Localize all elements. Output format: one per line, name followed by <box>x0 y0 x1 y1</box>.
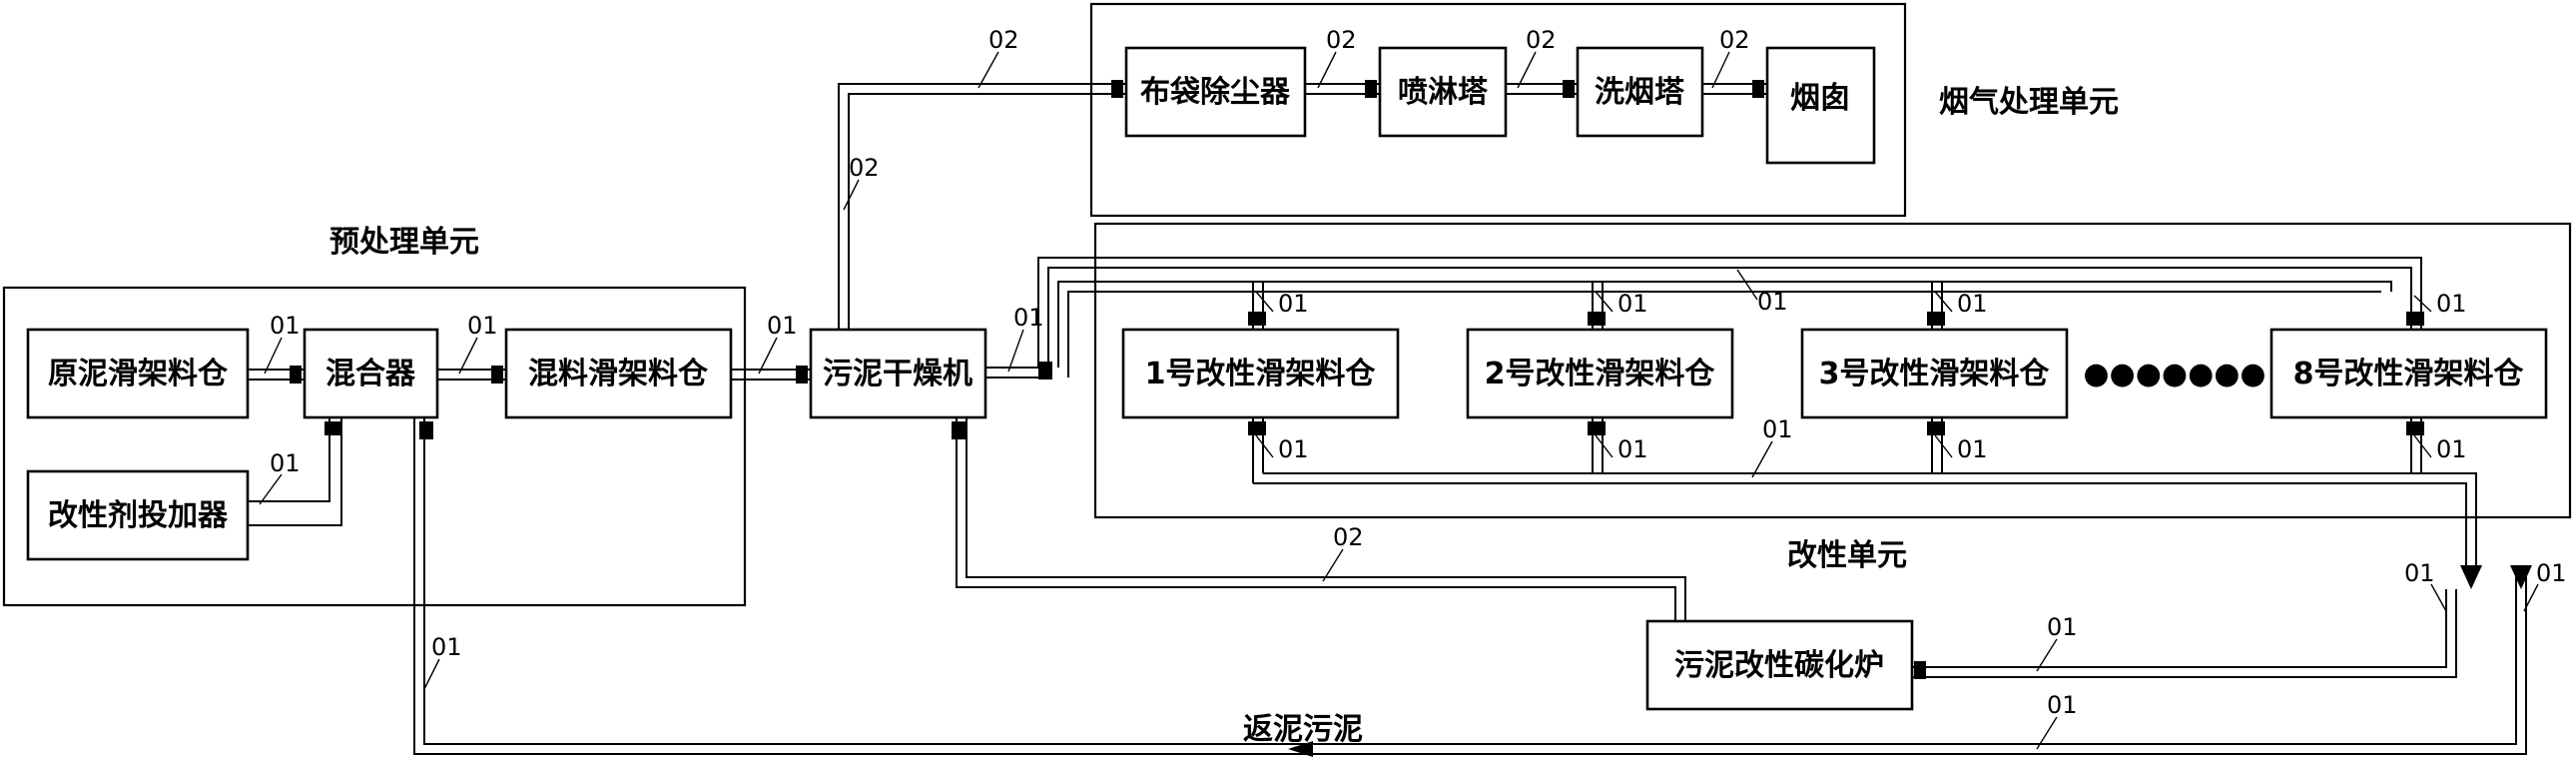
code-down-left: 01 <box>2404 559 2435 587</box>
code-mixedbin-dryer: 01 <box>767 312 798 340</box>
bin-2-label: 2号改性滑架料仓 <box>1485 357 1716 391</box>
code-doser-mixer: 01 <box>270 449 301 477</box>
label-leaders <box>259 51 2539 750</box>
pretreatment-region-label: 预处理单元 <box>329 225 479 260</box>
sludge-dryer-label: 污泥干燥机 <box>823 357 972 391</box>
code-bin3-out: 01 <box>1957 435 1988 463</box>
carbonization-furnace-box <box>1645 619 1914 711</box>
flue-gas-region-label: 烟气处理单元 <box>1939 85 2119 120</box>
code-bin8-in: 01 <box>2436 290 2467 318</box>
bin-3-box <box>1800 328 2069 419</box>
additive-doser-label: 改性剂投加器 <box>48 498 229 533</box>
return-sludge-label: 返泥污泥 <box>1243 712 1363 747</box>
bin-1-box <box>1121 328 1400 419</box>
modification-equipment: 1号改性滑架料仓 2号改性滑架料仓 3号改性滑架料仓 ●●●●●●● 8号改性滑… <box>1121 328 2548 711</box>
flue-gas-equipment: 布袋除尘器 喷淋塔 洗烟塔 烟囱 <box>1124 46 1876 165</box>
code-bin1-in: 01 <box>1278 290 1309 318</box>
pipe-furnace-to-dryer <box>956 417 1686 621</box>
mixer-label: 混合器 <box>325 357 416 391</box>
code-wash-chimney: 02 <box>1719 26 1750 54</box>
bin-2-box <box>1466 328 1734 419</box>
modification-region-label: 改性单元 <box>1787 538 1907 573</box>
raw-sludge-bin-box <box>26 328 250 419</box>
code-bin2-in: 01 <box>1617 290 1648 318</box>
sludge-dryer-box <box>809 328 987 419</box>
code-furnace-dryer: 02 <box>1333 523 1364 551</box>
pretreatment-equipment: 原泥滑架料仓 混合器 混料滑架料仓 改性剂投加器 <box>26 328 733 561</box>
pipe-dryer-to-manifold-outer <box>985 257 2422 379</box>
code-bag-spray: 02 <box>1326 26 1357 54</box>
mixer-box <box>303 328 439 419</box>
bin-8-box <box>2269 328 2548 419</box>
bag-filter-box <box>1124 46 1307 138</box>
code-down-right: 01 <box>2536 559 2567 587</box>
code-manifold: 01 <box>1757 288 1788 316</box>
connectors <box>290 80 2532 757</box>
code-raw-mixer: 01 <box>270 312 301 340</box>
pipe-collection-header <box>1253 472 2477 574</box>
code-dryer-up: 02 <box>849 154 880 182</box>
chimney-box <box>1765 46 1876 165</box>
line-code-labels: 01 01 01 01 02 02 02 02 02 01 01 01 01 0… <box>270 26 2567 719</box>
bins-ellipsis: ●●●●●●● <box>2083 357 2265 391</box>
bin-3-label: 3号改性滑架料仓 <box>1819 357 2051 391</box>
chimney-label: 烟囱 <box>1790 81 1850 116</box>
code-bin2-out: 01 <box>1617 435 1648 463</box>
additive-doser-box <box>26 469 250 561</box>
code-collection: 01 <box>1762 415 1793 443</box>
pipe-to-furnace <box>1912 589 2457 678</box>
bag-filter-label: 布袋除尘器 <box>1140 75 1291 110</box>
pretreatment-region <box>2 286 747 607</box>
bin-8-label: 8号改性滑架料仓 <box>2293 357 2525 391</box>
bin-1-label: 1号改性滑架料仓 <box>1145 357 1377 391</box>
code-bin8-out: 01 <box>2436 435 2467 463</box>
pipe-manifold-inner <box>1057 281 2392 378</box>
code-spray-wash: 02 <box>1526 26 1557 54</box>
pipe-doser-to-mixer <box>248 417 342 526</box>
raw-sludge-bin-label: 原泥滑架料仓 <box>48 357 229 391</box>
code-dryer-out: 01 <box>1013 304 1044 332</box>
mixed-sludge-bin-box <box>504 328 733 419</box>
spray-tower-box <box>1378 46 1508 138</box>
spray-tower-label: 喷淋塔 <box>1398 75 1489 110</box>
pipe-dryer-to-bagfilter <box>838 83 1126 330</box>
code-return-left: 01 <box>431 633 462 661</box>
pipelines <box>248 83 2527 755</box>
code-bin1-out: 01 <box>1278 435 1309 463</box>
code-top-pipe: 02 <box>988 26 1019 54</box>
flue-gas-region <box>1089 2 1907 218</box>
pipe-return-sludge <box>413 417 2527 755</box>
code-bin3-in: 01 <box>1957 290 1988 318</box>
mixed-sludge-bin-label: 混料滑架料仓 <box>528 357 709 391</box>
wash-tower-box <box>1576 46 1704 138</box>
wash-tower-label: 洗烟塔 <box>1595 75 1685 110</box>
carbonization-furnace-label: 污泥改性碳化炉 <box>1674 648 1884 683</box>
code-to-furnace: 01 <box>2047 613 2078 641</box>
code-return-bottom: 01 <box>2047 691 2078 719</box>
code-mixer-mixedbin: 01 <box>467 312 498 340</box>
modification-region <box>1093 222 2572 519</box>
